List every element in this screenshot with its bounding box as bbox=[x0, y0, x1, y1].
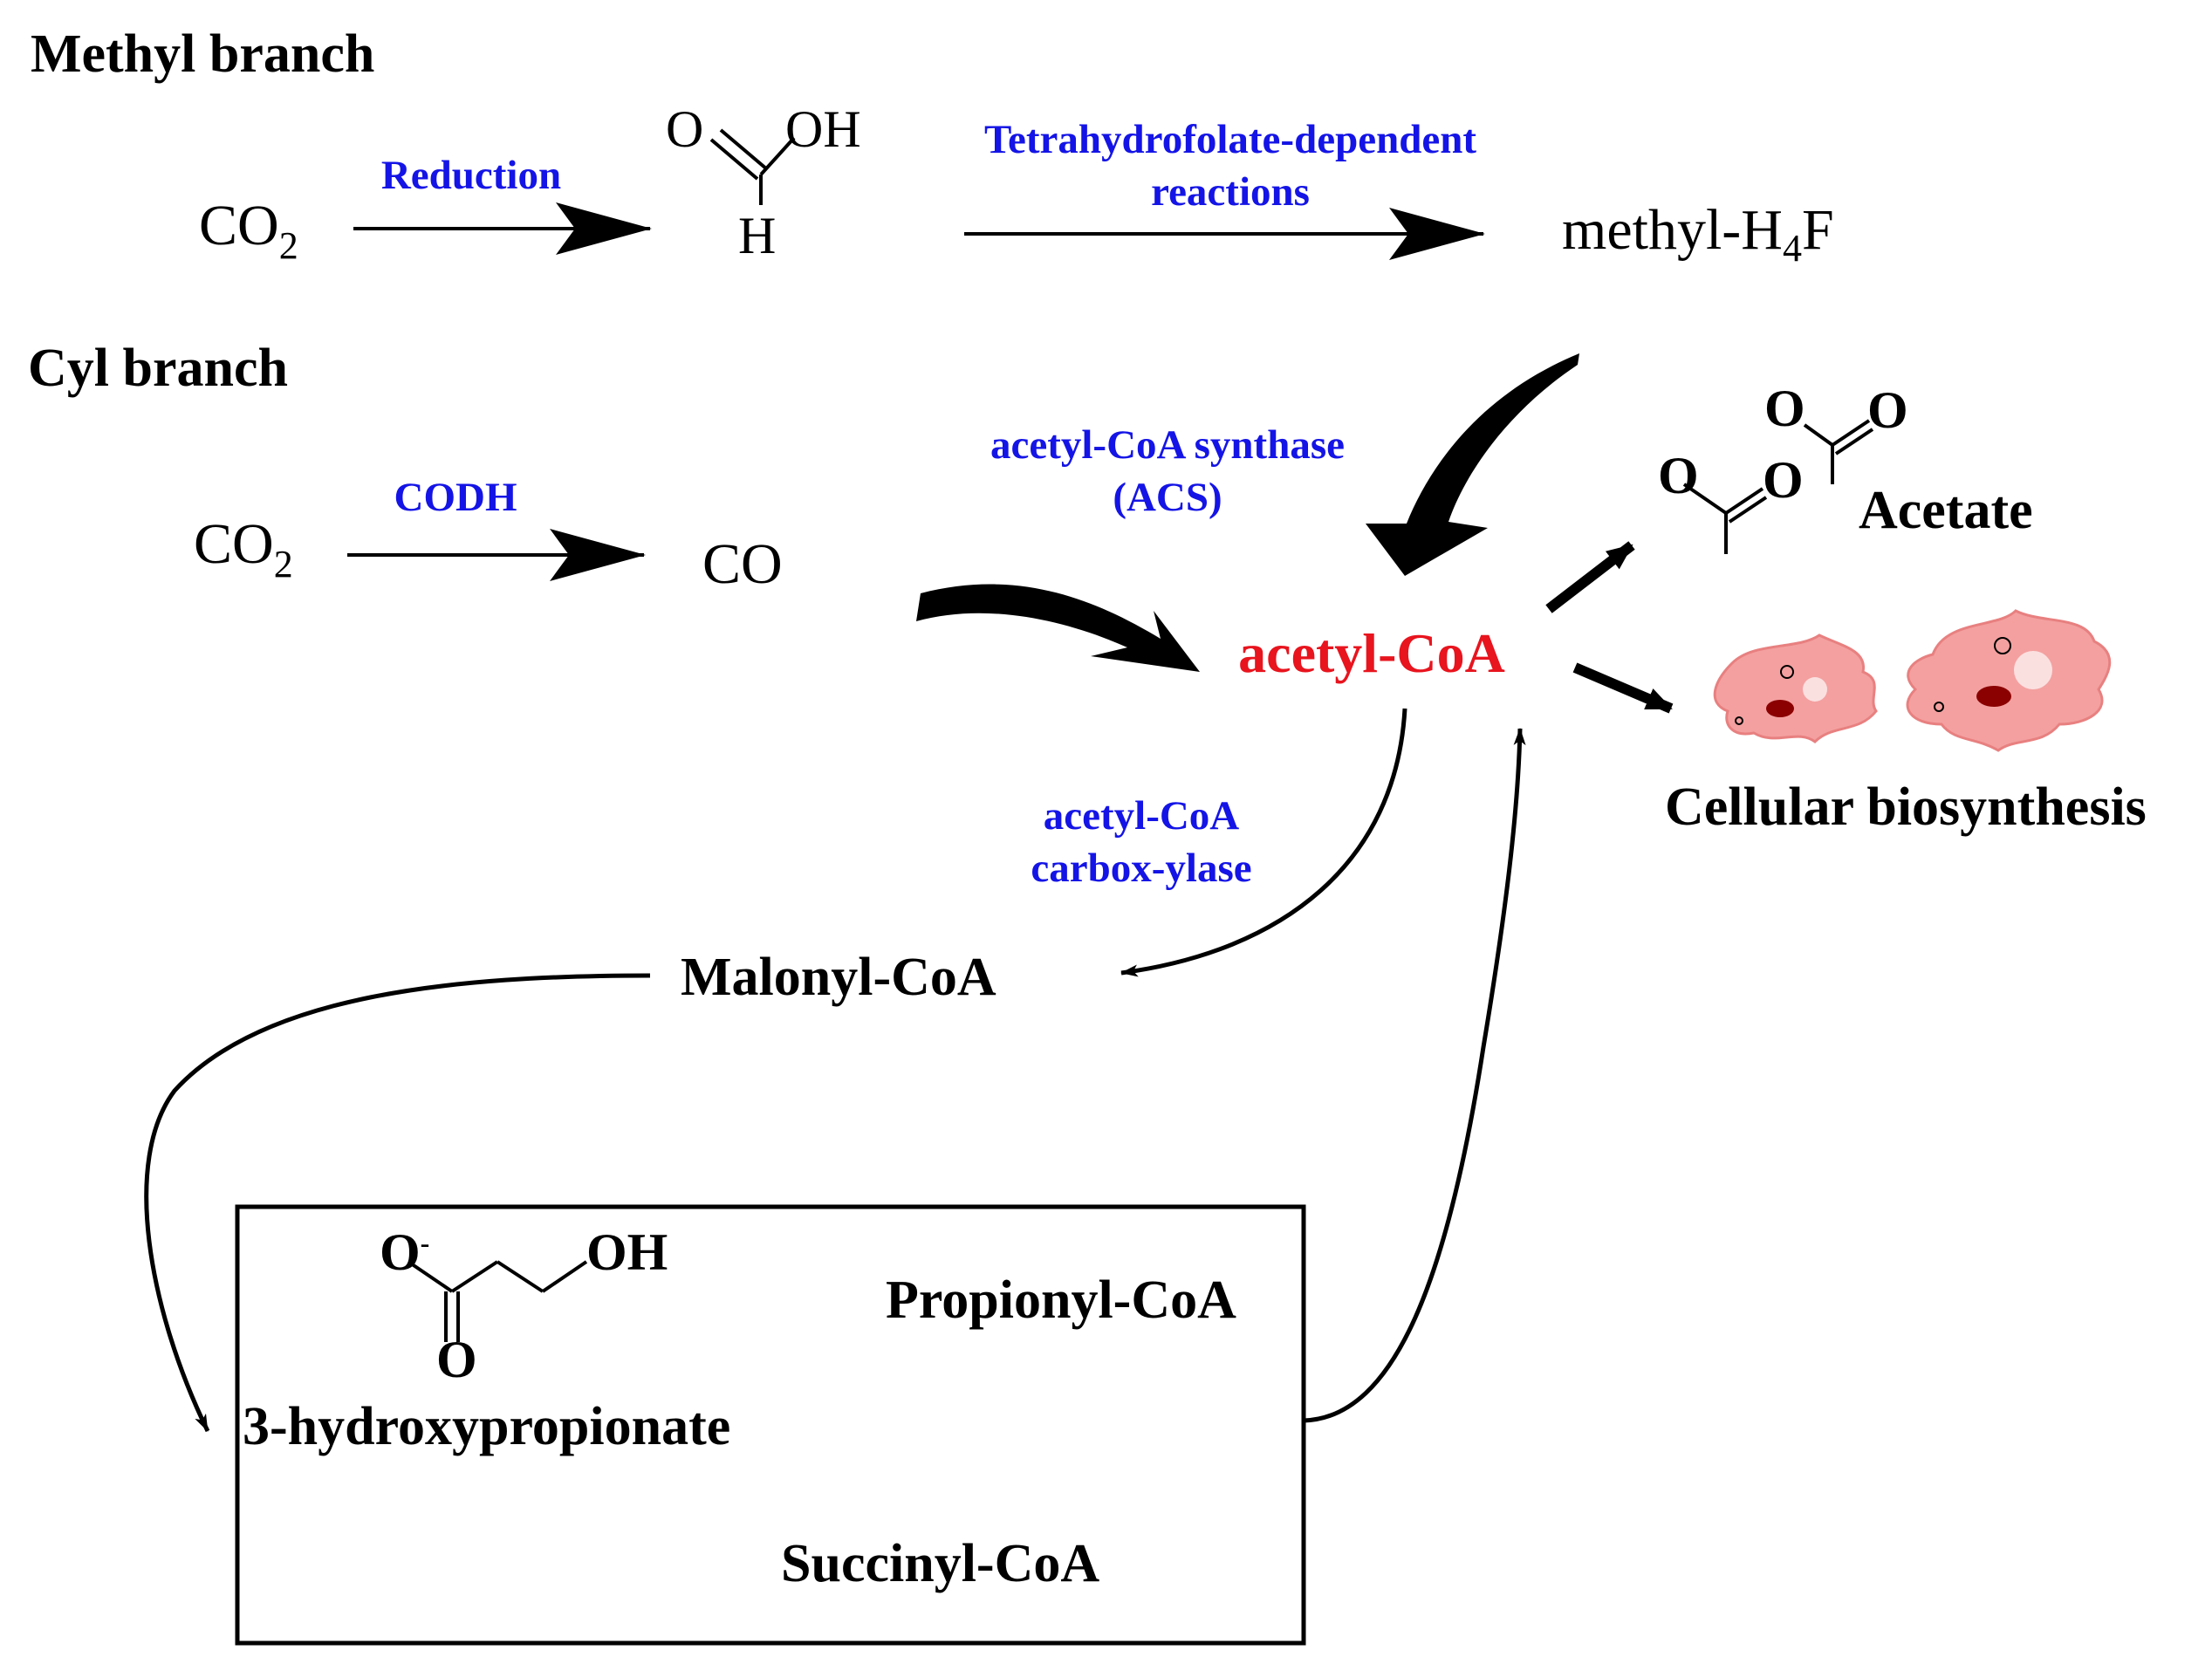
formate-co-bond-b bbox=[719, 128, 769, 171]
hydroxypropionate-label: 3-hydroxypropionate bbox=[243, 1397, 730, 1456]
formate-structure: O OH H bbox=[666, 100, 861, 264]
acetyl-coa-hub: acetyl-CoA bbox=[1238, 622, 1505, 684]
co-label: CO bbox=[702, 532, 783, 596]
cell-granule-3 bbox=[1994, 637, 2011, 654]
hp-cycle-box bbox=[235, 1204, 1306, 1646]
acs-enzyme-line2: (ACS) bbox=[1113, 475, 1222, 520]
co-to-acetylcoa-arrow bbox=[916, 584, 1200, 672]
succinyl-coa-label: Succinyl-CoA bbox=[781, 1534, 1099, 1593]
hp-bond-a bbox=[407, 1260, 454, 1293]
acetylcoa-to-acetate-arrow bbox=[1545, 541, 1635, 613]
malonyl-to-hp-arrow bbox=[144, 973, 651, 1433]
carbonyl-co2-label: CO2 bbox=[194, 512, 293, 586]
codh-enzyme-label: CODH bbox=[394, 475, 517, 520]
carboxylase-line2: carbox-ylase bbox=[1031, 846, 1251, 891]
cell-vacuole-2 bbox=[2014, 651, 2052, 689]
thf-enzyme-line2: reactions bbox=[1151, 169, 1310, 215]
propionyl-coa-label: Propionyl-CoA bbox=[886, 1270, 1236, 1330]
cell-granule-2 bbox=[1735, 716, 1743, 725]
hp-bond-c bbox=[496, 1260, 544, 1293]
acetate1-bond-a bbox=[1682, 483, 1728, 515]
cycle-to-acetylcoa-arrow bbox=[1303, 728, 1526, 1423]
formate-o-label: O bbox=[666, 100, 703, 158]
methyl-co2-label: CO2 bbox=[199, 194, 298, 267]
acetate1-o-left: O bbox=[1658, 447, 1699, 504]
cell-nucleus-2 bbox=[1976, 686, 2011, 707]
acetate1-o-right: O bbox=[1763, 451, 1804, 509]
acs-enzyme-line1: acetyl-CoA synthase bbox=[990, 422, 1345, 468]
formate-coh-bond bbox=[759, 136, 796, 176]
hp-structure: O- OH O bbox=[380, 1223, 668, 1388]
hp-oh-label: OH bbox=[586, 1223, 668, 1281]
acetate2-bond-c bbox=[1834, 428, 1874, 455]
cell-body-1 bbox=[1713, 633, 1878, 743]
cell-illustration-2 bbox=[1906, 609, 2112, 752]
methyl-branch-title: Methyl branch bbox=[31, 24, 374, 84]
acetylcoa-to-biosynthesis-arrow bbox=[1572, 662, 1674, 714]
acetate2-o-left: O bbox=[1764, 380, 1805, 437]
hp-bond-b bbox=[450, 1260, 499, 1293]
carboxylase-line1: acetyl-CoA bbox=[1044, 793, 1240, 839]
methyl-h4f-label: methyl-H4F bbox=[1562, 198, 1834, 270]
acetate-label: Acetate bbox=[1859, 481, 2033, 540]
hp-bond-d bbox=[541, 1260, 588, 1293]
formate-co-bond-a bbox=[709, 138, 759, 181]
methyl-to-acetylcoa-arrow bbox=[1366, 353, 1579, 576]
thf-enzyme-line1: Tetrahydrofolate-dependent bbox=[984, 117, 1476, 162]
acetate2-bond-a bbox=[1803, 423, 1834, 447]
cell-illustration-1 bbox=[1713, 633, 1878, 743]
cell-granule-4 bbox=[1934, 702, 1944, 712]
cell-nucleus-1 bbox=[1766, 700, 1794, 717]
acetate1-bond-c bbox=[1728, 496, 1768, 524]
cell-vacuole-1 bbox=[1803, 677, 1827, 702]
acetate-structure-1: O O bbox=[1658, 447, 1804, 554]
cellular-biosynthesis-label: Cellular biosynthesis bbox=[1665, 777, 2147, 837]
acetate2-o-right: O bbox=[1867, 381, 1908, 439]
hp-o-label: O bbox=[436, 1331, 477, 1388]
acetate2-bond-b bbox=[1831, 419, 1871, 447]
cell-body-2 bbox=[1906, 609, 2112, 752]
hp-o-minus-label: O- bbox=[380, 1223, 429, 1281]
formate-oh-label: OH bbox=[785, 100, 861, 158]
acetate-structure-2: O O bbox=[1764, 380, 1908, 484]
acetate1-bond-b bbox=[1724, 487, 1764, 515]
cell-granule-1 bbox=[1780, 665, 1794, 679]
carbonyl-branch-title: Cyl branch bbox=[28, 339, 288, 398]
formate-h-label: H bbox=[738, 207, 776, 264]
reduction-enzyme-label: Reduction bbox=[381, 153, 561, 198]
carboxylase-arrow bbox=[1120, 708, 1407, 977]
malonyl-coa-label: Malonyl-CoA bbox=[681, 948, 996, 1007]
